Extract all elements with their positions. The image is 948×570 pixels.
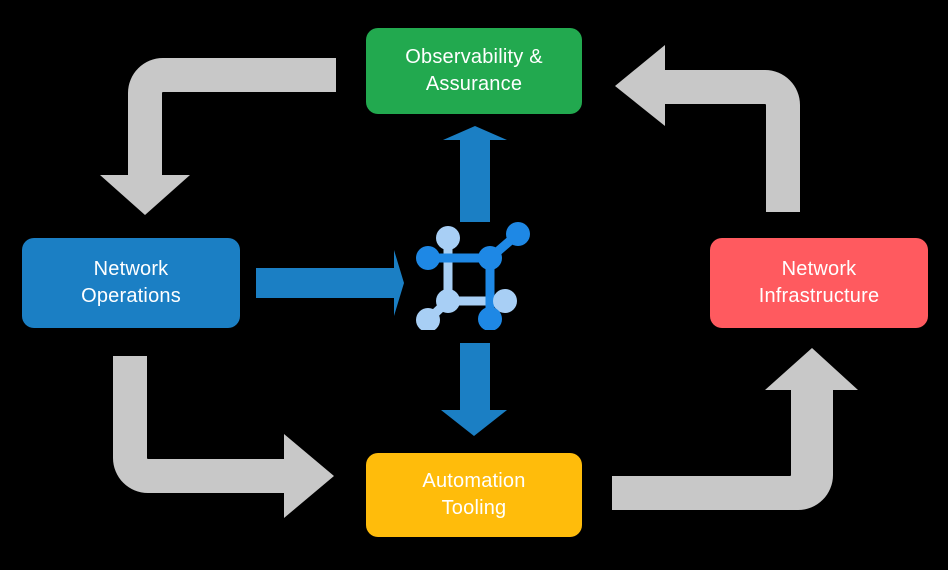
node-network-operations[interactable]: Network Operations [22, 238, 240, 328]
arrow-infrastructure-to-observability [615, 45, 800, 212]
node-observability-assurance[interactable]: Observability & Assurance [366, 28, 582, 114]
node-automation-label: Automation Tooling [422, 470, 526, 519]
node-observability-label: Observability & Assurance [405, 46, 543, 95]
arrow-operations-to-automation [113, 356, 334, 518]
node-operations-label: Network Operations [81, 258, 181, 307]
topology-nodes [416, 222, 530, 330]
arrow-operations-to-center [256, 250, 404, 316]
node-infrastructure-label: Network Infrastructure [758, 258, 880, 307]
arrow-observability-to-operations [100, 58, 336, 215]
arrow-center-to-automation [441, 343, 507, 436]
network-topology-icon [416, 222, 530, 330]
arrow-center-to-observability [443, 126, 507, 222]
arrow-automation-to-infrastructure [612, 348, 858, 510]
node-automation-tooling[interactable]: Automation Tooling [366, 453, 582, 537]
node-network-infrastructure[interactable]: Network Infrastructure [710, 238, 928, 328]
